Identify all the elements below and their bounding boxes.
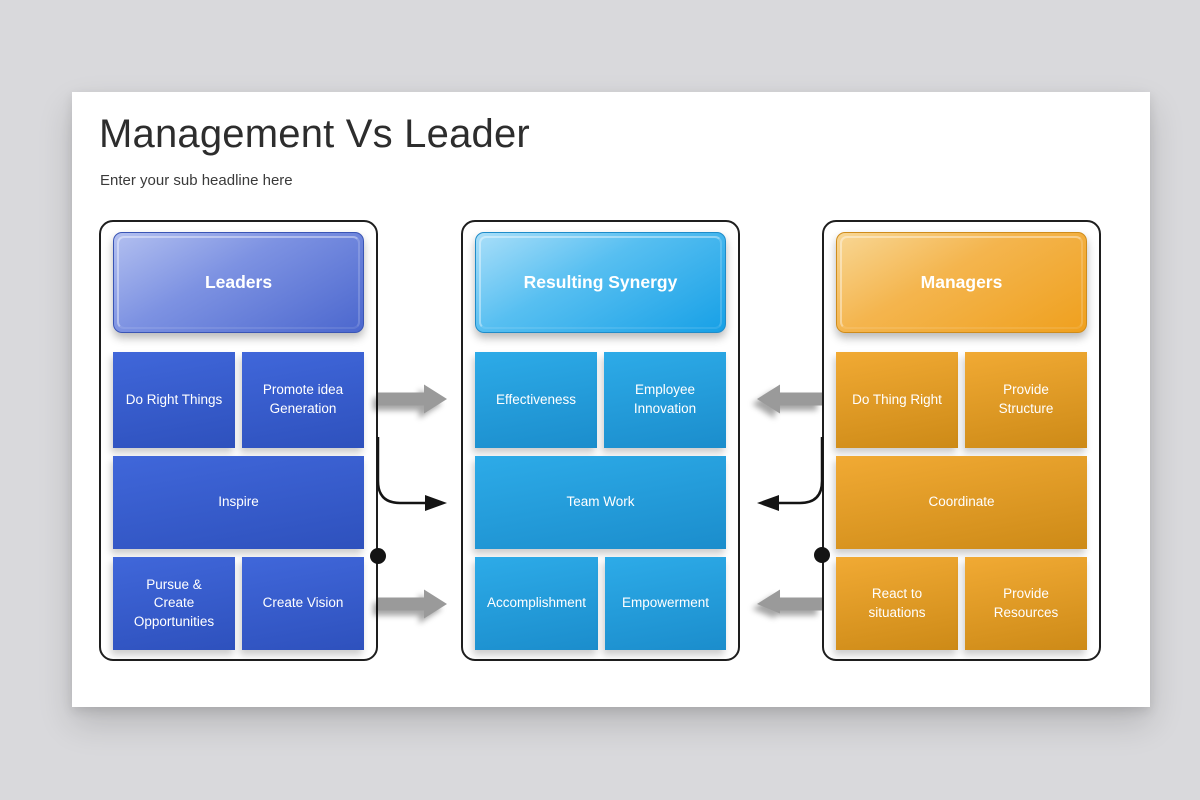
cell-provide-structure: Provide Structure	[965, 352, 1087, 448]
elbow-leaders-to-teamwork-line	[376, 437, 425, 505]
panel-resulting-synergy: Resulting Synergy Effectiveness Employee…	[461, 220, 740, 661]
cell-react-to-situations: React to situations	[836, 557, 958, 650]
elbow-leaders-to-teamwork-arrowhead-icon	[425, 495, 447, 511]
cell-promote-idea-generation: Promote idea Generation	[242, 352, 364, 448]
cell-empowerment: Empowerment	[605, 557, 726, 650]
panel-managers: Managers Do Thing Right Provide Structur…	[822, 220, 1101, 661]
cell-do-right-things: Do Right Things	[113, 352, 235, 448]
cell-provide-resources: Provide Resources	[965, 557, 1087, 650]
cell-coordinate: Coordinate	[836, 456, 1087, 549]
resulting-synergy-header: Resulting Synergy	[475, 232, 726, 333]
cell-pursue-create-opportunities: Pursue & Create Opportunities	[113, 557, 235, 650]
page-title: Management Vs Leader	[99, 112, 530, 156]
arrow-managers-to-synergy-bottom-icon	[757, 589, 822, 614]
elbow-managers-to-teamwork-line	[779, 437, 824, 505]
cell-create-vision: Create Vision	[242, 557, 364, 650]
cell-accomplishment: Accomplishment	[475, 557, 599, 650]
cell-employee-innovation: Employee Innovation	[604, 352, 726, 448]
managers-grid: Do Thing Right Provide Structure Coordin…	[836, 352, 1087, 650]
slide-canvas: Management Vs Leader Enter your sub head…	[72, 92, 1150, 707]
cell-effectiveness: Effectiveness	[475, 352, 597, 448]
page-subtitle: Enter your sub headline here	[100, 172, 293, 189]
leaders-grid: Do Right Things Promote idea Generation …	[113, 352, 364, 650]
arrow-managers-to-synergy-top-icon	[757, 384, 822, 414]
arrow-leaders-to-synergy-top-icon	[378, 384, 447, 414]
cell-do-thing-right: Do Thing Right	[836, 352, 958, 448]
cell-inspire: Inspire	[113, 456, 364, 549]
elbow-managers-to-teamwork-arrowhead-icon	[757, 495, 779, 511]
synergy-grid: Effectiveness Employee Innovation Team W…	[475, 352, 726, 650]
cell-team-work: Team Work	[475, 456, 726, 549]
leaders-header: Leaders	[113, 232, 364, 333]
panel-leaders: Leaders Do Right Things Promote idea Gen…	[99, 220, 378, 661]
arrow-leaders-to-synergy-bottom-icon	[378, 589, 447, 619]
managers-header: Managers	[836, 232, 1087, 333]
